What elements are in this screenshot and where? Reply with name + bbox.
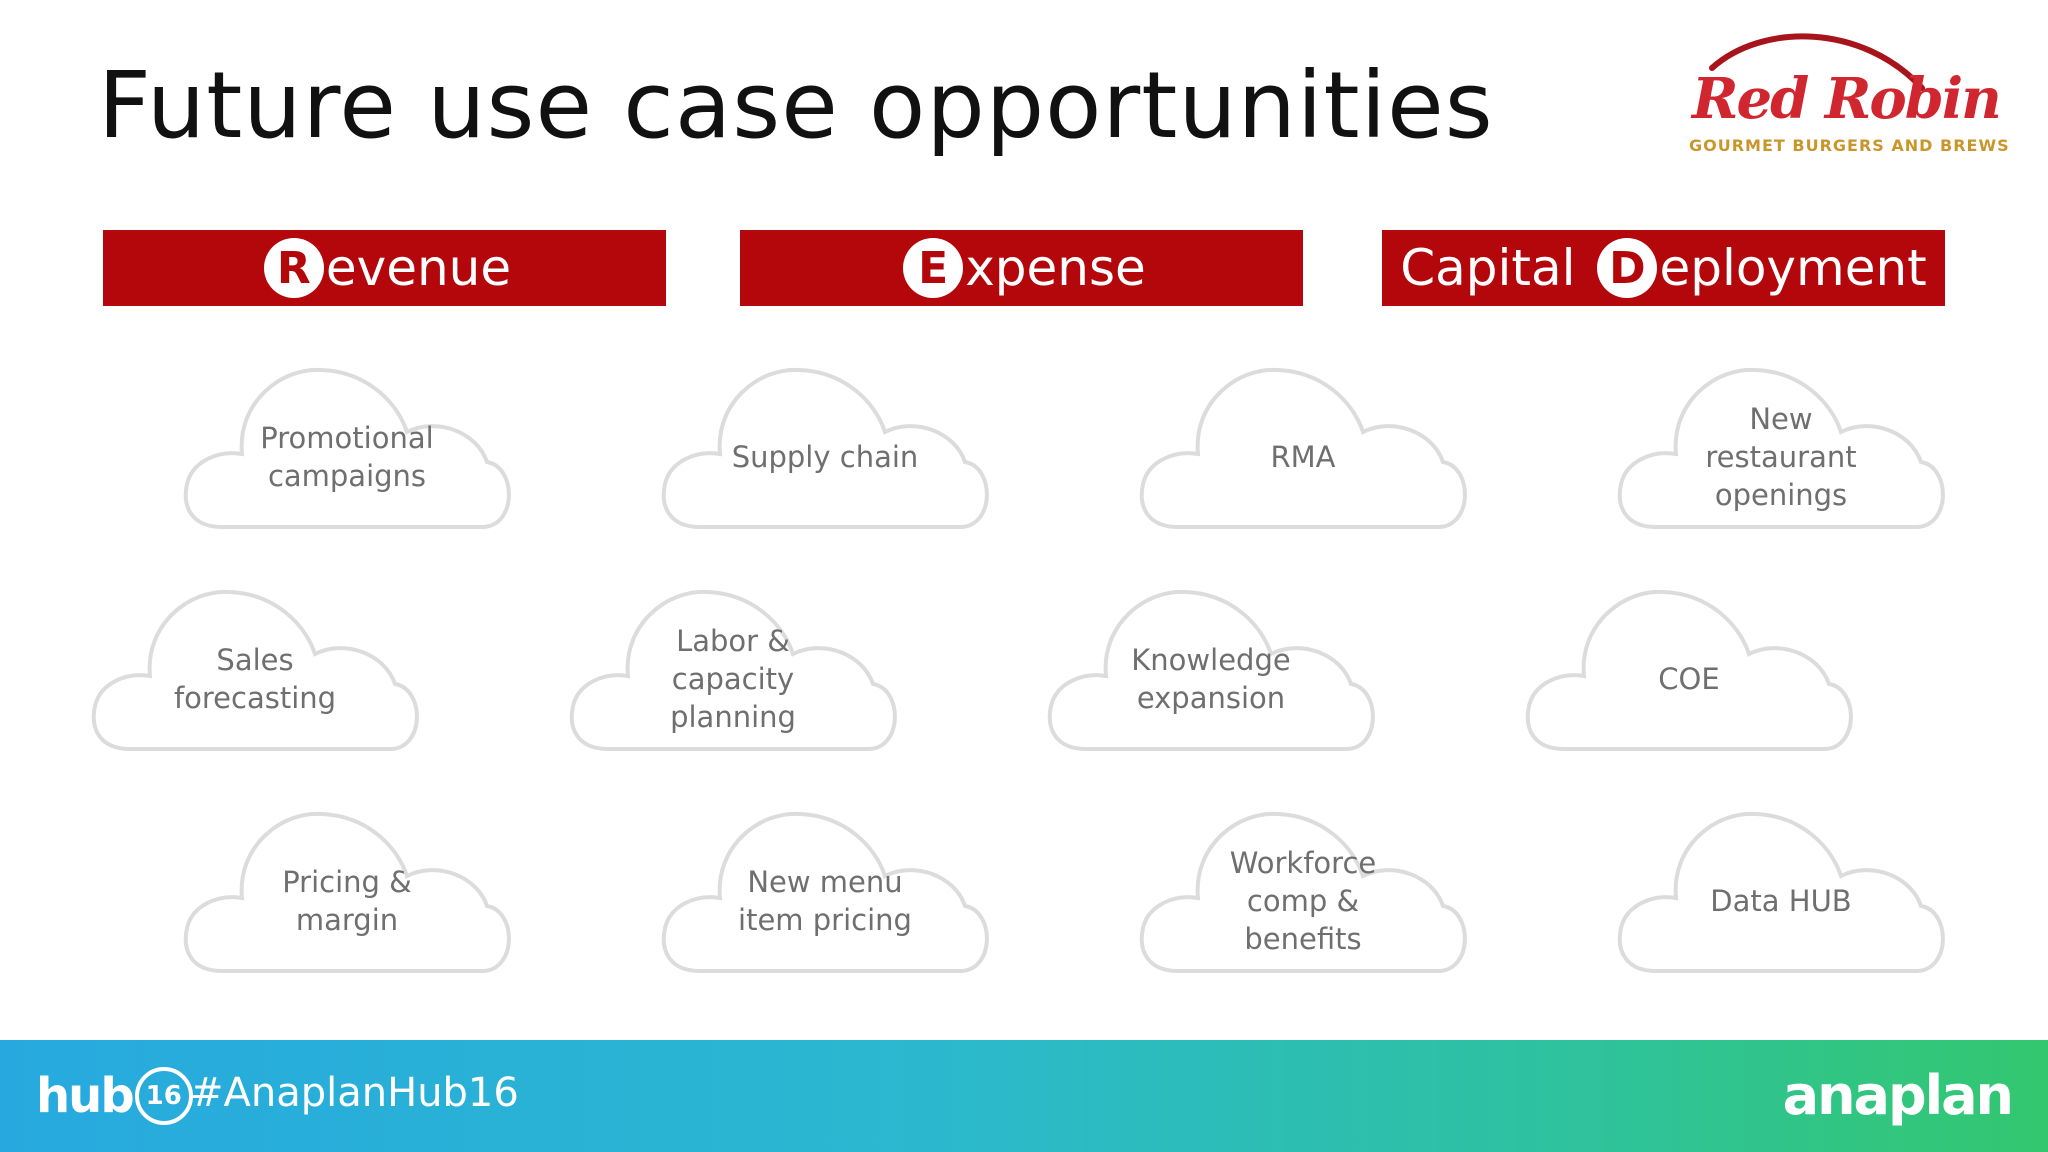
banner-capital-deployment: Capital D eployment	[1382, 230, 1945, 306]
cloud-icon	[661, 367, 989, 529]
cloud-label: Pricing & margin	[282, 865, 412, 937]
cloud-label: Data HUB	[1710, 884, 1852, 918]
cloud-label: Knowledge expansion	[1131, 643, 1291, 715]
slide-title: Future use case opportunities	[98, 52, 1494, 159]
cloud-label: COE	[1658, 662, 1720, 696]
cloud-icon	[183, 811, 511, 973]
cloud-workforce-comp-benefits: Workforce comp & benefits	[1138, 806, 1468, 976]
banner-expense: E xpense	[740, 230, 1303, 306]
cloud-label: RMA	[1270, 440, 1336, 474]
cloud-data-hub: Data HUB	[1616, 806, 1946, 976]
cloud-icon	[1139, 367, 1467, 529]
banner-revenue: R evenue	[103, 230, 666, 306]
cloud-icon	[1139, 811, 1467, 973]
cloud-new-restaurant-openings: New restaurant openings	[1616, 362, 1946, 532]
letter-badge-r: R	[263, 238, 324, 298]
letter-badge-d: D	[1597, 238, 1658, 298]
cloud-promotional-campaigns: Promotional campaigns	[182, 362, 512, 532]
hub-number: 16	[134, 1067, 193, 1125]
banner-suffix: evenue	[325, 239, 512, 297]
logo-tagline: GOURMET BURGERS AND BREWS	[1689, 136, 2010, 155]
cloud-icon	[569, 589, 897, 751]
cloud-label: Labor & capacity planning	[670, 624, 796, 734]
cloud-coe: COE	[1524, 584, 1854, 754]
cloud-label: Promotional campaigns	[260, 421, 434, 493]
cloud-icon	[1047, 589, 1375, 751]
hub16-logo: hub 16	[36, 1066, 193, 1126]
cloud-label: Sales forecasting	[173, 643, 337, 715]
cloud-icon	[661, 811, 989, 973]
cloud-label: New menu item pricing	[738, 865, 912, 937]
logo-name: Red Robin	[1692, 66, 2002, 132]
cloud-knowledge-expansion: Knowledge expansion	[1046, 584, 1376, 754]
banner-prefix: Capital	[1400, 239, 1592, 297]
cloud-pricing-margin: Pricing & margin	[182, 806, 512, 976]
footer-bar: hub 16 #AnaplanHub16 anaplan	[0, 1040, 2048, 1152]
cloud-icon	[1525, 589, 1853, 751]
cloud-icon	[91, 589, 419, 751]
cloud-label: New restaurant openings	[1705, 402, 1857, 512]
anaplan-logo: anaplan	[1782, 1064, 2014, 1127]
event-hashtag: #AnaplanHub16	[190, 1070, 519, 1116]
red-robin-logo: Red Robin GOURMET BURGERS AND BREWS	[1672, 28, 2009, 168]
cloud-icon	[183, 367, 511, 529]
cloud-icon	[1617, 367, 1945, 529]
cloud-label: Supply chain	[731, 440, 919, 474]
hub-word: hub	[36, 1068, 135, 1124]
cloud-sales-forecasting: Sales forecasting	[90, 584, 420, 754]
cloud-supply-chain: Supply chain	[660, 362, 990, 532]
cloud-icon	[1617, 811, 1945, 973]
cloud-label: Workforce comp & benefits	[1229, 846, 1377, 956]
letter-badge-e: E	[903, 238, 964, 298]
cloud-new-menu-item-pricing: New menu item pricing	[660, 806, 990, 976]
banner-suffix: xpense	[965, 239, 1146, 297]
cloud-labor-capacity-planning: Labor & capacity planning	[568, 584, 898, 754]
cloud-rma: RMA	[1138, 362, 1468, 532]
logo-swoosh	[1709, 33, 1925, 91]
banner-suffix: eployment	[1659, 239, 1927, 297]
